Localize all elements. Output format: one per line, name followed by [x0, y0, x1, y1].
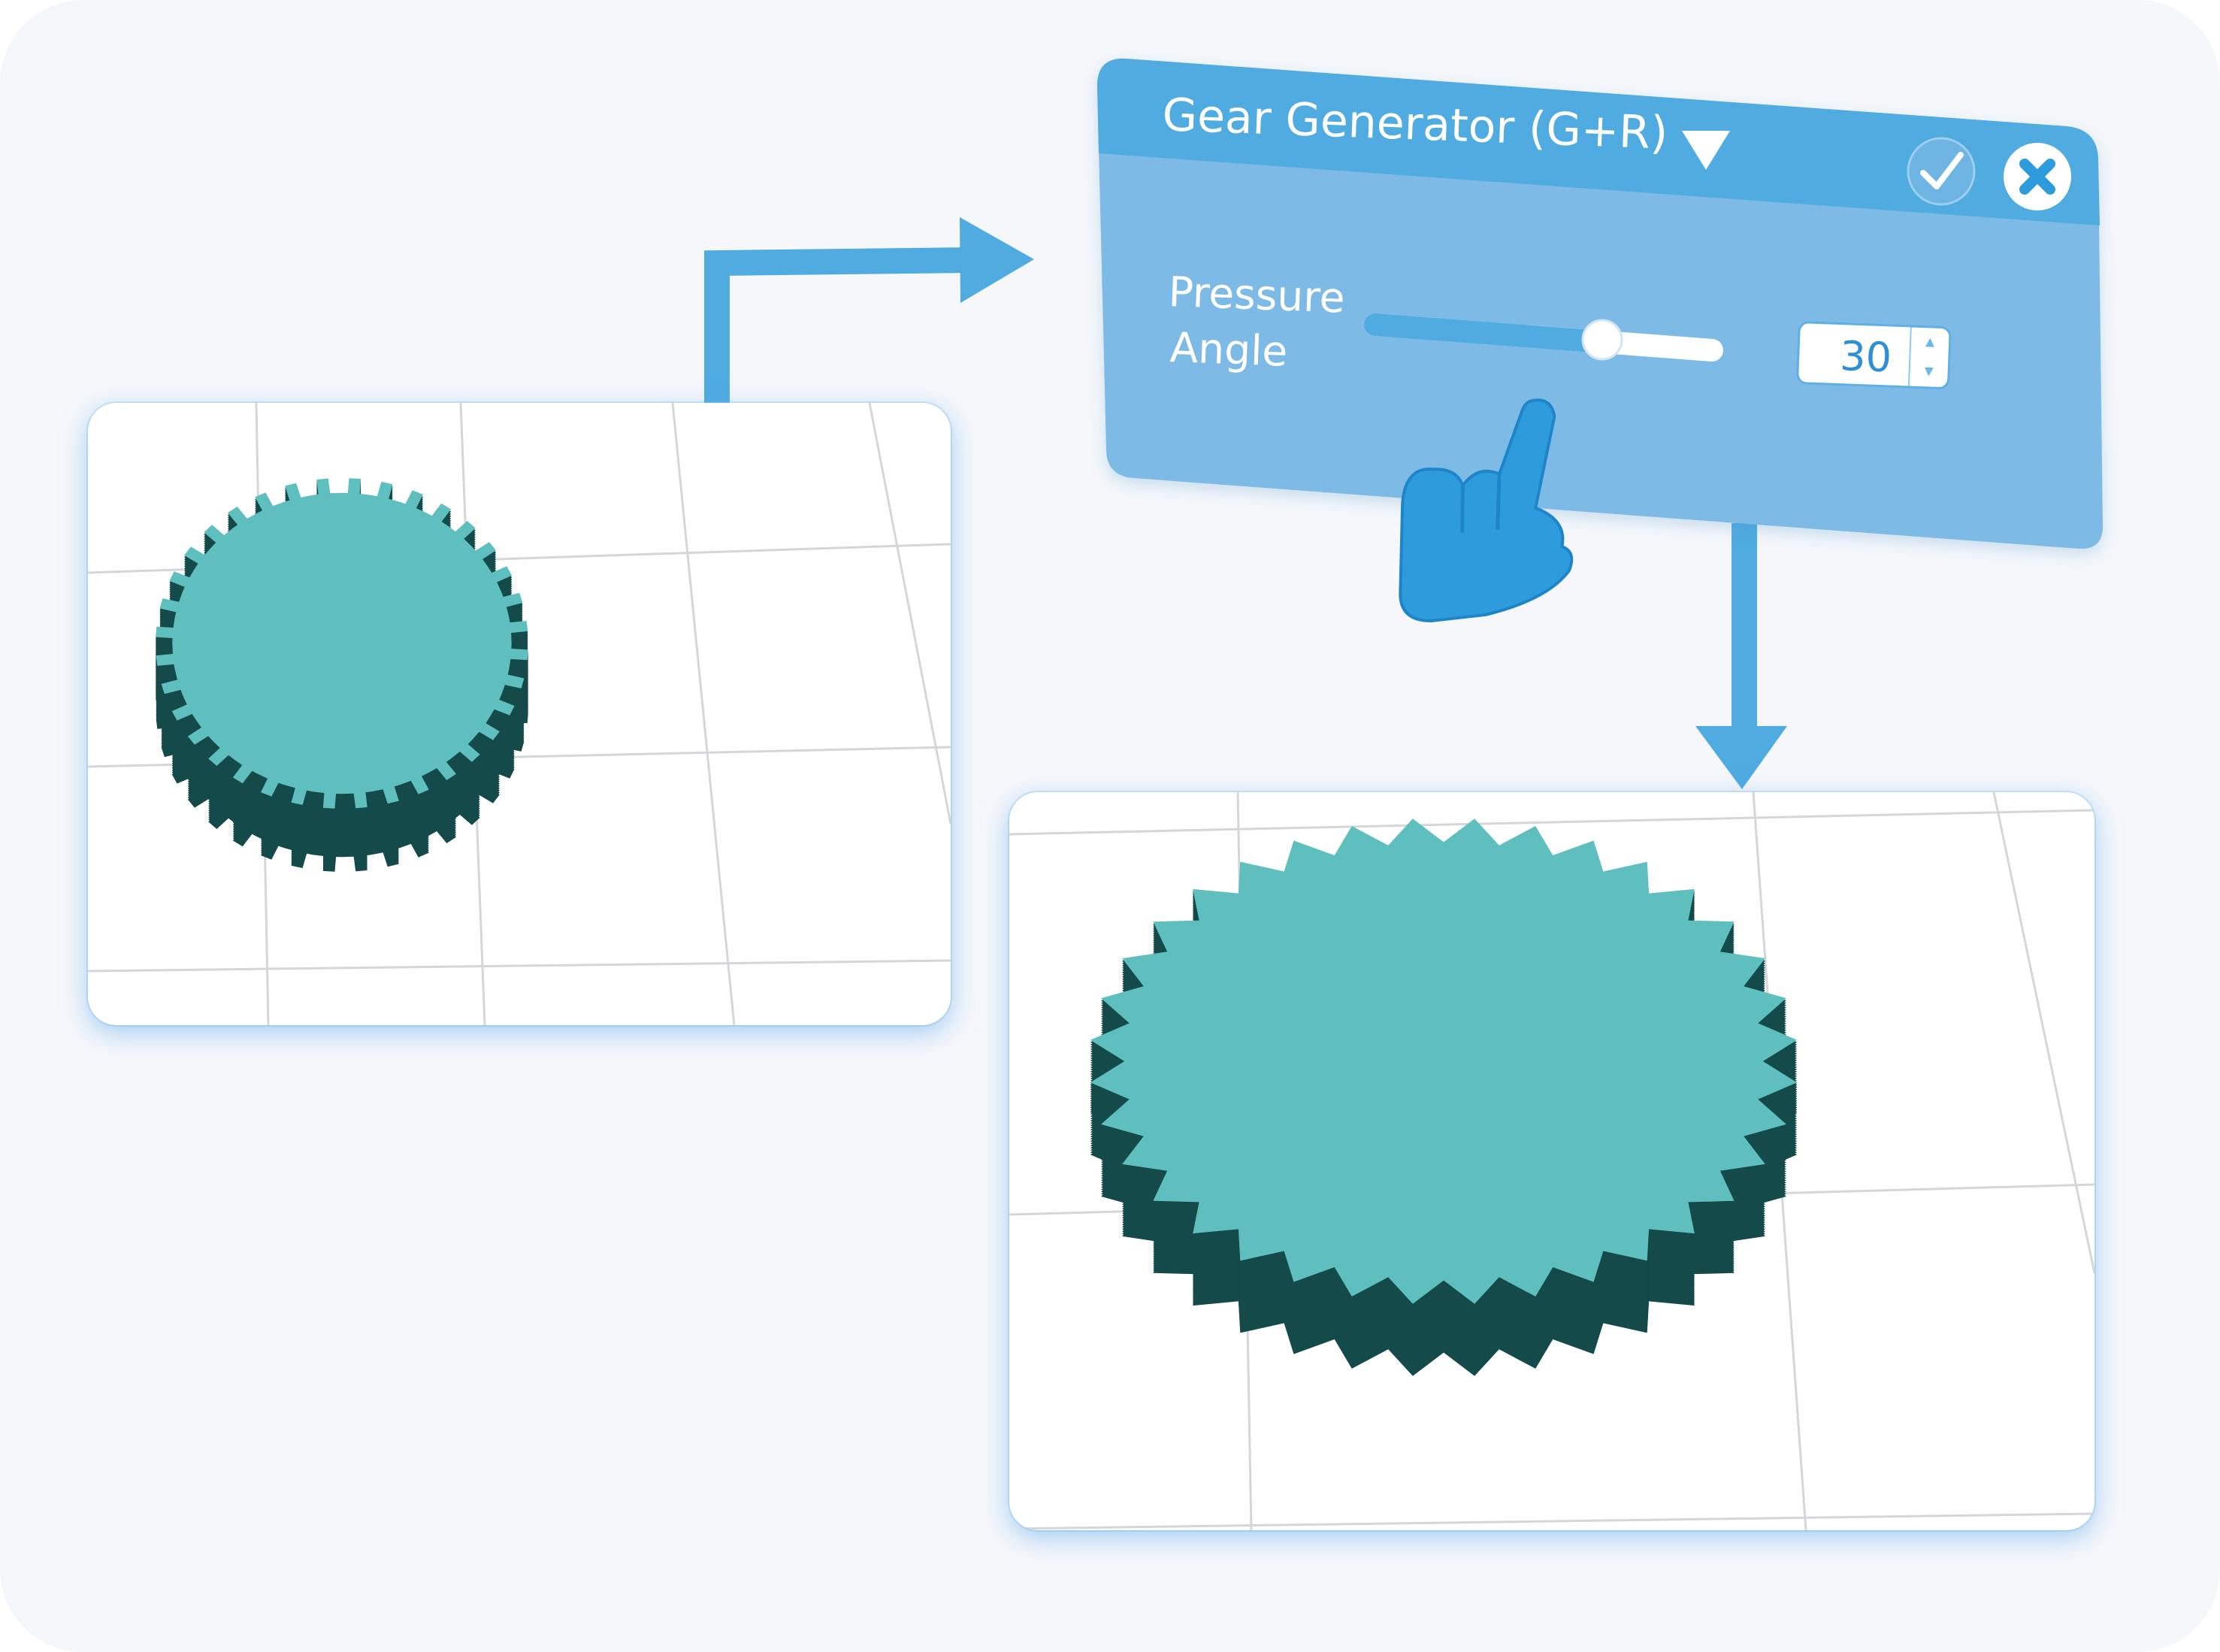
- before-scene: [88, 403, 951, 1025]
- pressure-angle-label-line1: Pressure: [1167, 268, 1346, 322]
- pressure-angle-label-line2: Angle: [1169, 323, 1289, 376]
- arrow-to-panel-line: [704, 247, 970, 403]
- panel-dropdown-button[interactable]: [1679, 125, 1733, 173]
- viewport-before: [88, 403, 951, 1025]
- square-tooth-gear: [156, 478, 528, 872]
- viewport-after: [1009, 792, 2094, 1530]
- gear-top-face: [1090, 818, 1798, 1304]
- panel-title: Gear Generator (G+R): [1161, 89, 1669, 160]
- arrow-to-result-head: [1695, 726, 1787, 789]
- close-icon: [2019, 159, 2055, 195]
- confirm-button[interactable]: [1907, 137, 1976, 206]
- pressure-angle-input[interactable]: 30 ▲ ▼: [1795, 321, 1952, 390]
- triangle-down-icon: [1682, 131, 1730, 170]
- arrow-to-panel-head: [960, 217, 1034, 303]
- gear-top-face: [156, 478, 528, 809]
- arrow-down-icon[interactable]: ▼: [1921, 363, 1937, 380]
- check-icon: [1920, 152, 1964, 189]
- pointed-tooth-gear: [1090, 818, 1798, 1376]
- close-button[interactable]: [2002, 141, 2073, 212]
- pointing-hand-icon: [1399, 398, 1574, 623]
- arrow-up-icon[interactable]: ▲: [1922, 334, 1938, 351]
- value-stepper: ▲ ▼: [1907, 327, 1949, 388]
- panel-body: [1097, 58, 2103, 549]
- after-scene: [1009, 792, 2094, 1530]
- slider-thumb[interactable]: [1580, 317, 1625, 362]
- pressure-angle-value: 30: [1839, 332, 1893, 382]
- pressure-angle-slider[interactable]: [1365, 310, 1722, 362]
